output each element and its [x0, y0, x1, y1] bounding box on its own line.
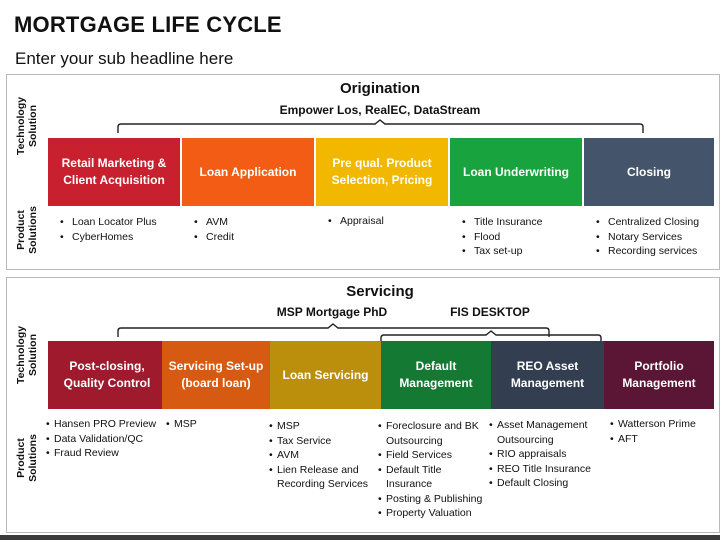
product-item: Foreclosure and BK Outsourcing [378, 419, 488, 448]
product-item: Flood [460, 230, 584, 245]
product-item: Field Services [378, 448, 488, 463]
product-item: Fraud Review [46, 446, 164, 461]
stage-pre-qual: Pre qual. Product Selection, Pricing [316, 138, 448, 206]
page-subtitle: Enter your sub headline here [15, 49, 234, 68]
product-item: MSP [269, 419, 379, 434]
product-item: AVM [269, 448, 379, 463]
origination-title: Origination [340, 80, 420, 97]
products-closing: Centralized Closing Notary Services Reco… [594, 215, 718, 259]
stage-loan-underwriting: Loan Underwriting [450, 138, 582, 206]
product-item: Appraisal [326, 214, 450, 229]
stage-retail-marketing: Retail Marketing & Client Acquisition [48, 138, 180, 206]
product-item: RIO appraisals [489, 447, 601, 462]
products-default-management: Foreclosure and BK Outsourcing Field Ser… [378, 419, 488, 521]
servicing-technology-right: FIS DESKTOP [450, 305, 530, 319]
stage-portfolio-management: Portfolio Management [604, 341, 714, 409]
product-item: Hansen PRO Preview [46, 417, 164, 432]
page-title: MORTGAGE LIFE CYCLE [14, 12, 282, 37]
product-item: Credit [192, 230, 316, 245]
stage-servicing-setup: Servicing Set-up (board loan) [162, 341, 270, 409]
product-item: REO Title Insurance [489, 462, 601, 477]
stage-reo-asset-management: REO Asset Management [491, 341, 604, 409]
products-post-closing: Hansen PRO Preview Data Validation/QC Fr… [46, 417, 164, 461]
product-item: Posting & Publishing [378, 492, 488, 507]
servicing-title: Servicing [346, 283, 414, 300]
product-item: AFT [610, 432, 718, 447]
product-item: Default Title Insurance [378, 463, 488, 492]
products-loan-servicing: MSP Tax Service AVM Lien Release and Rec… [269, 419, 379, 492]
product-item: MSP [166, 417, 266, 432]
products-loan-application: AVM Credit [192, 215, 316, 244]
products-loan-underwriting: Title Insurance Flood Tax set-up [460, 215, 584, 259]
stage-post-closing: Post-closing, Quality Control [48, 341, 166, 409]
product-item: Property Valuation [378, 506, 488, 521]
products-pre-qual: Appraisal [326, 214, 450, 229]
product-item: AVM [192, 215, 316, 230]
product-item: Asset Management Outsourcing [489, 418, 601, 447]
product-item: Tax set-up [460, 244, 584, 259]
product-item: Lien Release and Recording Services [269, 463, 379, 492]
footer-bar [0, 535, 720, 540]
product-item: Title Insurance [460, 215, 584, 230]
products-portfolio-management: Watterson Prime AFT [610, 417, 718, 446]
stage-loan-servicing: Loan Servicing [270, 341, 381, 409]
servicing-technology-left: MSP Mortgage PhD [276, 305, 388, 319]
product-item: Tax Service [269, 434, 379, 449]
products-retail-marketing: Loan Locator Plus CyberHomes [58, 215, 182, 244]
product-item: Centralized Closing [594, 215, 718, 230]
products-servicing-setup: MSP [166, 417, 266, 432]
products-reo-asset-management: Asset Management Outsourcing RIO apprais… [489, 418, 601, 491]
product-item: Default Closing [489, 476, 601, 491]
product-item: Recording services [594, 244, 718, 259]
stage-default-management: Default Management [381, 341, 491, 409]
product-item: Data Validation/QC [46, 432, 164, 447]
product-item: Loan Locator Plus [58, 215, 182, 230]
product-item: Watterson Prime [610, 417, 718, 432]
origination-technology: Empower Los, RealEC, DataStream [279, 103, 481, 117]
stage-closing: Closing [584, 138, 714, 206]
stage-loan-application: Loan Application [182, 138, 314, 206]
product-item: Notary Services [594, 230, 718, 245]
product-item: CyberHomes [58, 230, 182, 245]
